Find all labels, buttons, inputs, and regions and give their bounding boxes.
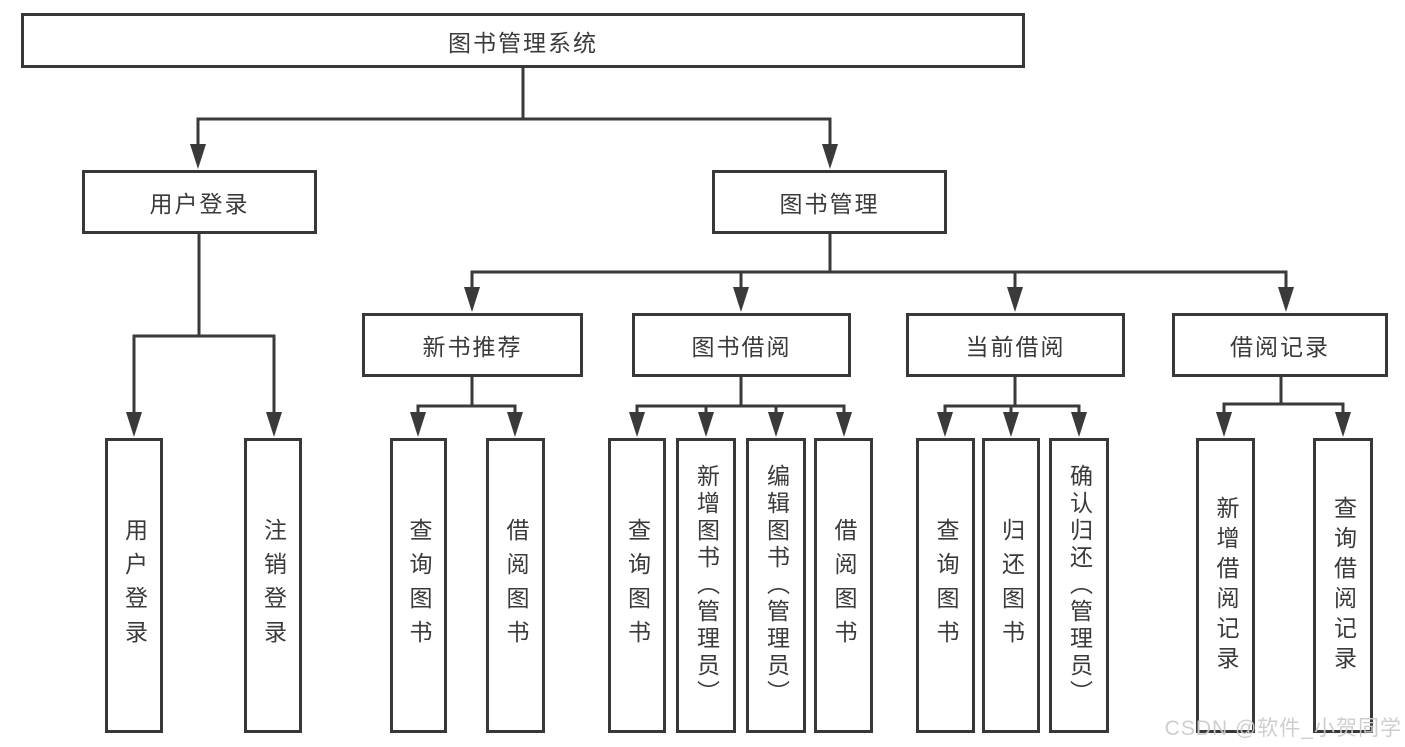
node-label: 图书借阅 <box>691 334 792 360</box>
node-current-borrow: 当前借阅 <box>906 313 1125 377</box>
leaf-label: 查询图书 <box>624 517 651 654</box>
leaf-label: 注销登录 <box>260 517 287 654</box>
leaf-borrow-books: 借阅图书 <box>814 438 873 733</box>
leaf-label: 新增图书（管理员） <box>693 464 720 707</box>
leaf-return-books: 归还图书 <box>982 438 1040 733</box>
leaf-query-books-current: 查询图书 <box>916 438 975 733</box>
leaf-query-books-borrow: 查询图书 <box>608 438 666 733</box>
leaf-label: 归还图书 <box>998 517 1025 654</box>
watermark: CSDN @软件_小贺同学 <box>1164 717 1402 740</box>
leaf-query-books-recommend: 查询图书 <box>390 438 447 733</box>
leaf-logout: 注销登录 <box>244 438 302 733</box>
leaf-label: 确认归还（管理员） <box>1066 464 1093 707</box>
node-label: 图书管理 <box>779 191 880 217</box>
node-label: 新书推荐 <box>422 334 523 360</box>
leaf-label: 查询图书 <box>406 517 432 654</box>
node-book-borrow: 图书借阅 <box>632 313 851 377</box>
leaf-label: 查询图书 <box>933 517 959 654</box>
leaf-label: 新增借阅记录 <box>1213 495 1239 676</box>
leaf-borrow-books-recommend: 借阅图书 <box>486 438 545 733</box>
leaf-label: 借阅图书 <box>831 517 857 654</box>
node-borrow-record: 借阅记录 <box>1172 313 1388 377</box>
leaf-edit-books-admin: 编辑图书（管理员） <box>746 438 806 733</box>
leaf-query-borrow-record: 查询借阅记录 <box>1313 438 1373 733</box>
leaf-add-books-admin: 新增图书（管理员） <box>676 438 736 733</box>
leaf-label: 用户登录 <box>121 517 148 654</box>
node-user-login-branch: 用户登录 <box>82 170 317 234</box>
node-label: 用户登录 <box>149 191 250 217</box>
node-new-book-recommend: 新书推荐 <box>362 313 583 377</box>
leaf-user-login: 用户登录 <box>105 438 163 733</box>
node-root-label: 图书管理系统 <box>448 29 598 56</box>
leaf-confirm-return-admin: 确认归还（管理员） <box>1049 438 1109 733</box>
leaf-add-borrow-record: 新增借阅记录 <box>1196 438 1255 733</box>
node-label: 当前借阅 <box>965 334 1066 360</box>
leaf-label: 编辑图书（管理员） <box>763 464 790 707</box>
leaf-label: 查询借阅记录 <box>1330 495 1357 676</box>
leaf-label: 借阅图书 <box>503 517 529 654</box>
node-book-management-branch: 图书管理 <box>712 170 947 234</box>
node-root: 图书管理系统 <box>21 13 1025 68</box>
node-label: 借阅记录 <box>1230 334 1330 360</box>
